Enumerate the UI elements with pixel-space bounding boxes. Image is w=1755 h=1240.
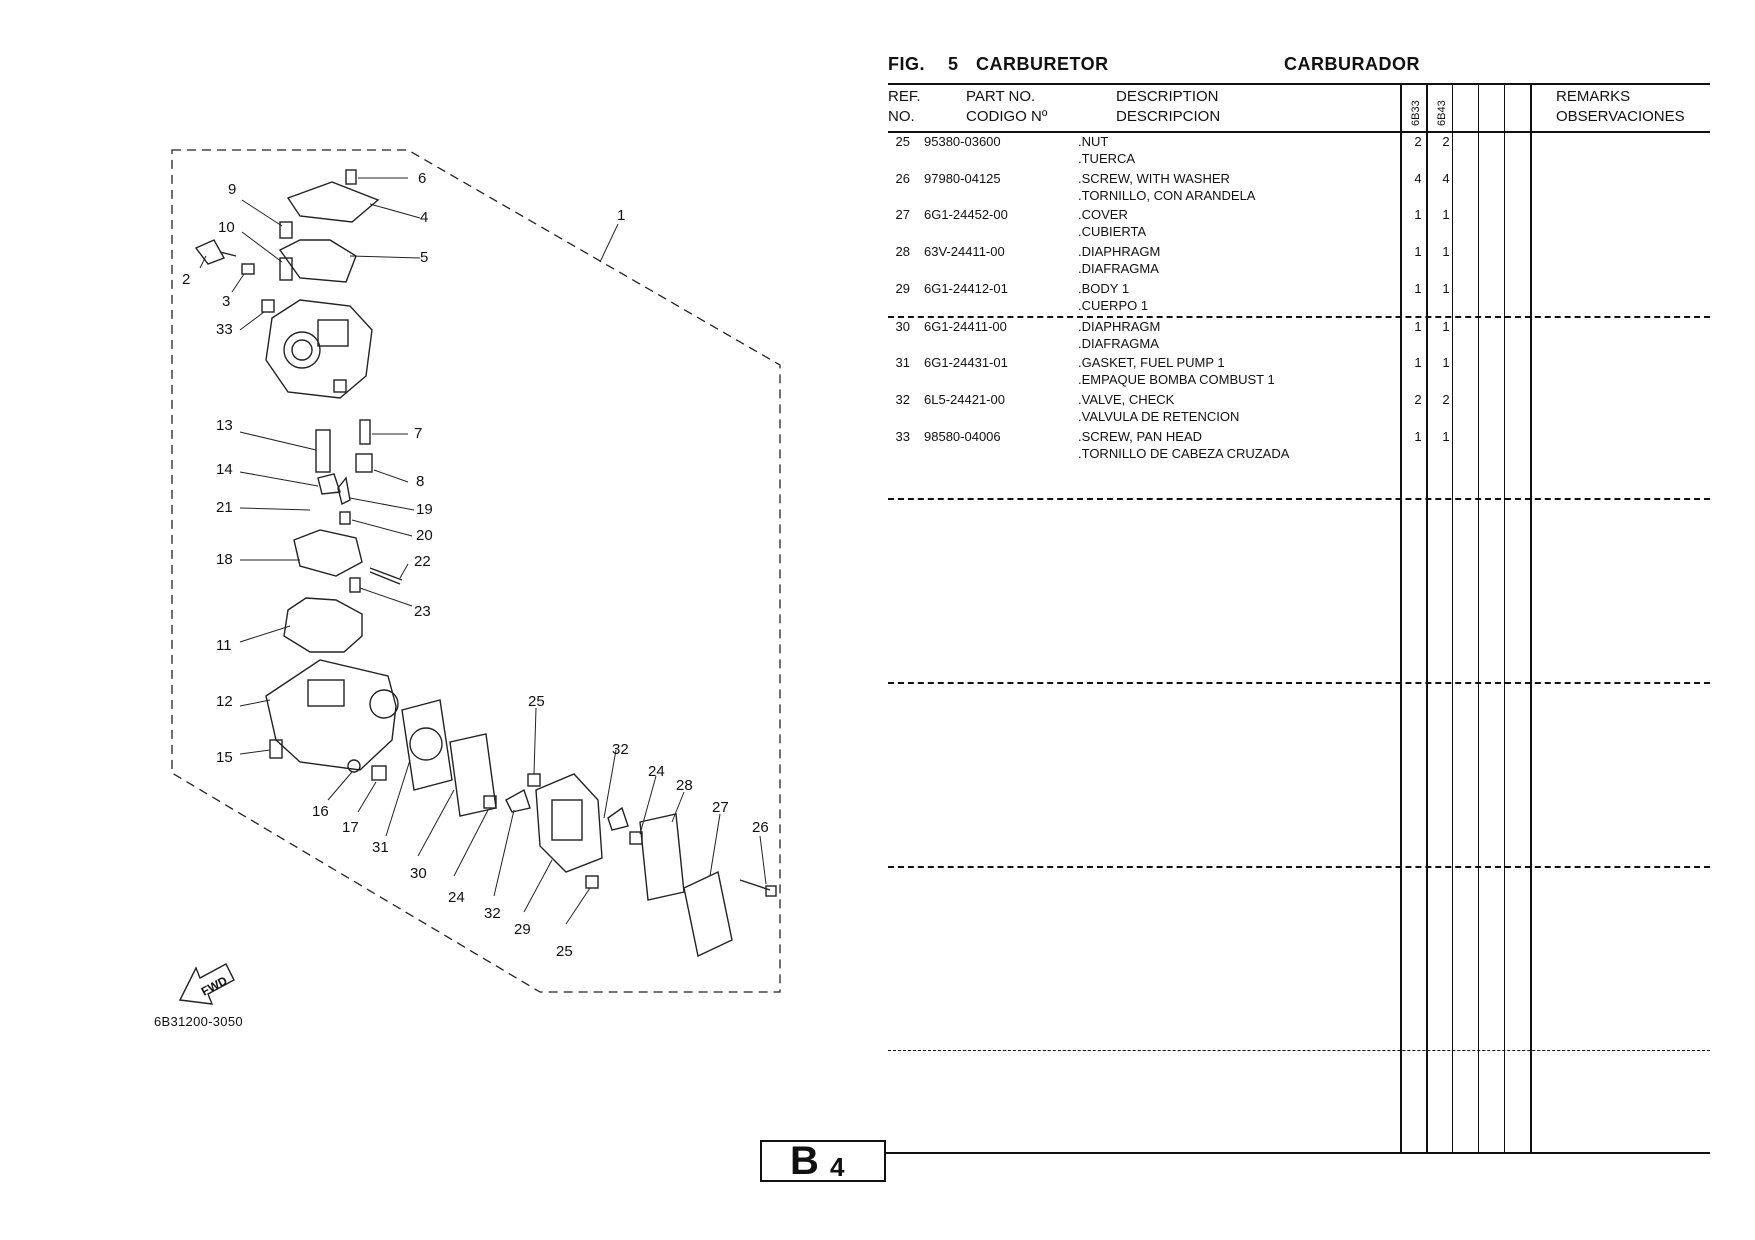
column-line-5 xyxy=(1504,84,1505,1152)
callout-5: 5 xyxy=(420,249,428,266)
leader-lines xyxy=(199,177,767,925)
callout-24-left: 24 xyxy=(448,889,465,906)
fig-number: 5 xyxy=(948,54,959,74)
callout-18: 18 xyxy=(216,551,233,568)
callout-20: 20 xyxy=(416,527,433,544)
title-spanish: CARBURADOR xyxy=(1284,54,1420,74)
dashed-separator xyxy=(888,682,1710,684)
column-line-6 xyxy=(1530,84,1532,1152)
exploded-diagram: 1 2 3 4 5 6 7 8 9 10 11 12 13 14 15 16 1… xyxy=(154,149,781,1029)
fwd-arrow-icon: FWD xyxy=(178,963,235,1005)
callout-28: 28 xyxy=(676,777,693,794)
callout-32-left: 32 xyxy=(484,905,501,922)
header-bottom-rule xyxy=(888,131,1710,133)
dashed-separator xyxy=(888,866,1710,868)
callout-4: 4 xyxy=(420,209,428,226)
column-line-2 xyxy=(1426,84,1428,1152)
fig-label: FIG. xyxy=(888,54,925,74)
model-6b43-header: 6B43 xyxy=(1436,100,1448,126)
callout-2: 2 xyxy=(182,271,190,288)
callout-11: 11 xyxy=(216,637,232,654)
callout-21: 21 xyxy=(216,499,233,516)
carburetor-exploded-view: 1 2 3 4 5 6 7 8 9 10 11 12 13 14 15 16 1… xyxy=(171,149,781,1005)
header-top-rule xyxy=(888,83,1710,85)
title-english: CARBURETOR xyxy=(976,54,1109,74)
callout-10: 10 xyxy=(218,219,235,236)
callout-22: 22 xyxy=(414,553,431,570)
column-line-1 xyxy=(1400,84,1402,1152)
callout-8: 8 xyxy=(416,473,424,490)
callout-16: 16 xyxy=(312,803,329,820)
page-section-badge: B 4 xyxy=(760,1139,886,1183)
callout-17: 17 xyxy=(342,819,359,836)
footer-rule xyxy=(884,1152,1710,1154)
callout-13: 13 xyxy=(216,417,233,434)
callout-3: 3 xyxy=(222,293,230,310)
callout-25-top: 25 xyxy=(528,693,545,710)
callout-14: 14 xyxy=(216,461,233,478)
callout-29: 29 xyxy=(514,921,531,938)
callout-15: 15 xyxy=(216,749,233,766)
assembly-boundary xyxy=(171,149,781,993)
callout-7: 7 xyxy=(414,425,422,442)
model-6b33-header: 6B33 xyxy=(1410,100,1422,126)
callout-1: 1 xyxy=(617,207,625,224)
diagram-code: 6B31200-3050 xyxy=(154,1014,243,1029)
part-no-header: PART NO. CODIGO Nº xyxy=(966,88,1048,125)
callout-12: 12 xyxy=(216,693,233,710)
dashed-separator xyxy=(888,498,1710,500)
dashed-separator xyxy=(888,1050,1710,1051)
callout-32-right: 32 xyxy=(612,741,629,758)
column-line-4 xyxy=(1478,84,1479,1152)
remarks-header: REMARKS OBSERVACIONES xyxy=(1556,88,1685,125)
description-header: DESCRIPTION DESCRIPCION xyxy=(1116,88,1221,125)
callout-25-bottom: 25 xyxy=(556,943,573,960)
callout-33: 33 xyxy=(216,321,233,338)
callout-27: 27 xyxy=(712,799,729,816)
ref-header: REF. NO. xyxy=(888,88,921,125)
callout-23: 23 xyxy=(414,603,431,620)
callout-26: 26 xyxy=(752,819,769,836)
parts-drawing xyxy=(194,169,777,958)
column-line-3 xyxy=(1452,84,1453,1152)
callout-24-right: 24 xyxy=(648,763,665,780)
callout-19: 19 xyxy=(416,501,433,518)
callout-30: 30 xyxy=(410,865,427,882)
callout-31: 31 xyxy=(372,839,389,856)
callout-6: 6 xyxy=(418,170,426,187)
dashed-separator xyxy=(888,316,1710,318)
callout-numbers: 1 2 3 4 5 6 7 8 9 10 11 12 13 14 15 16 1… xyxy=(182,170,769,960)
callout-9: 9 xyxy=(228,181,236,198)
